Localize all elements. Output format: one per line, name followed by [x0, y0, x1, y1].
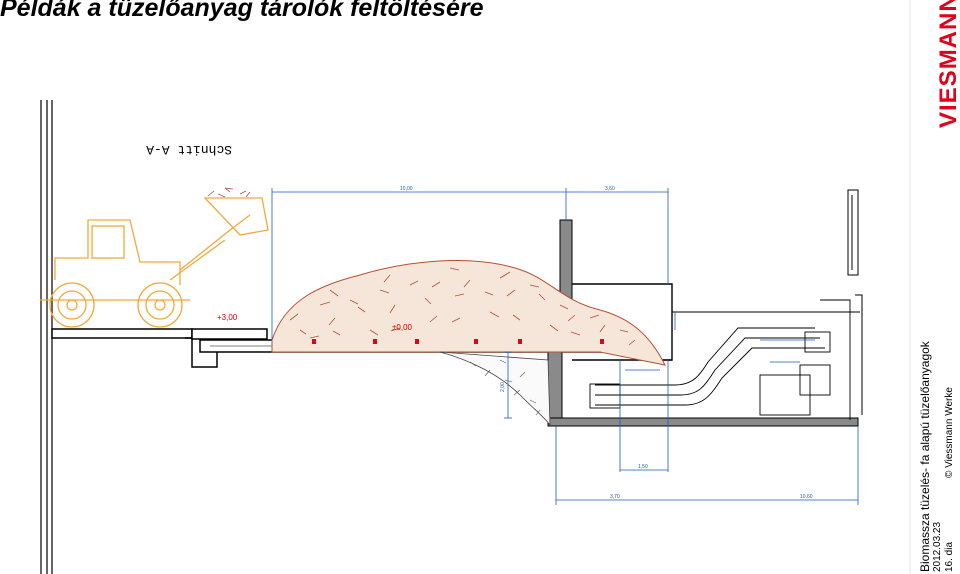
level-label-top: +3,00 [217, 313, 238, 322]
viessmann-logo: VIESMANN [935, 0, 960, 128]
dim-vertical: 2,00 [500, 382, 506, 392]
fuel-pile [271, 260, 666, 427]
slab-markers [312, 339, 604, 344]
conveyor-highlights [625, 339, 815, 371]
dim-top-right: 3,60 [605, 186, 615, 192]
dim-mid: 1,50 [638, 464, 648, 470]
dim-bottom-2: 10,60 [800, 494, 813, 500]
loader-bucket-chips [207, 187, 251, 198]
technical-drawing: Schnitt A-A +3,00 [40, 100, 863, 574]
dimension-lines [271, 188, 859, 505]
dim-top-left: 10,00 [400, 186, 413, 192]
sidebar-divider [909, 0, 911, 574]
left-walls [40, 100, 53, 574]
footer-copyright: © Viessmann Werke [944, 387, 955, 478]
dim-bottom-1: 3,70 [610, 494, 620, 500]
slide-title: Példák a tüzelőanyag tárolók feltöltésér… [0, 0, 484, 22]
section-label: Schnitt A-A [146, 142, 232, 157]
boiler-outline [847, 189, 863, 415]
level-label-bunker: ±0,00 [392, 323, 413, 332]
wheel-loader [40, 197, 269, 328]
footer-slide-number: 16. dia [944, 541, 955, 572]
brand-sidebar [908, 0, 960, 574]
floor-slab [51, 328, 268, 368]
footer-topic: Biomassza tüzelés- fa alapú tüzelőanyago… [918, 341, 932, 572]
footer-date: 2012.03.23 [932, 521, 943, 572]
